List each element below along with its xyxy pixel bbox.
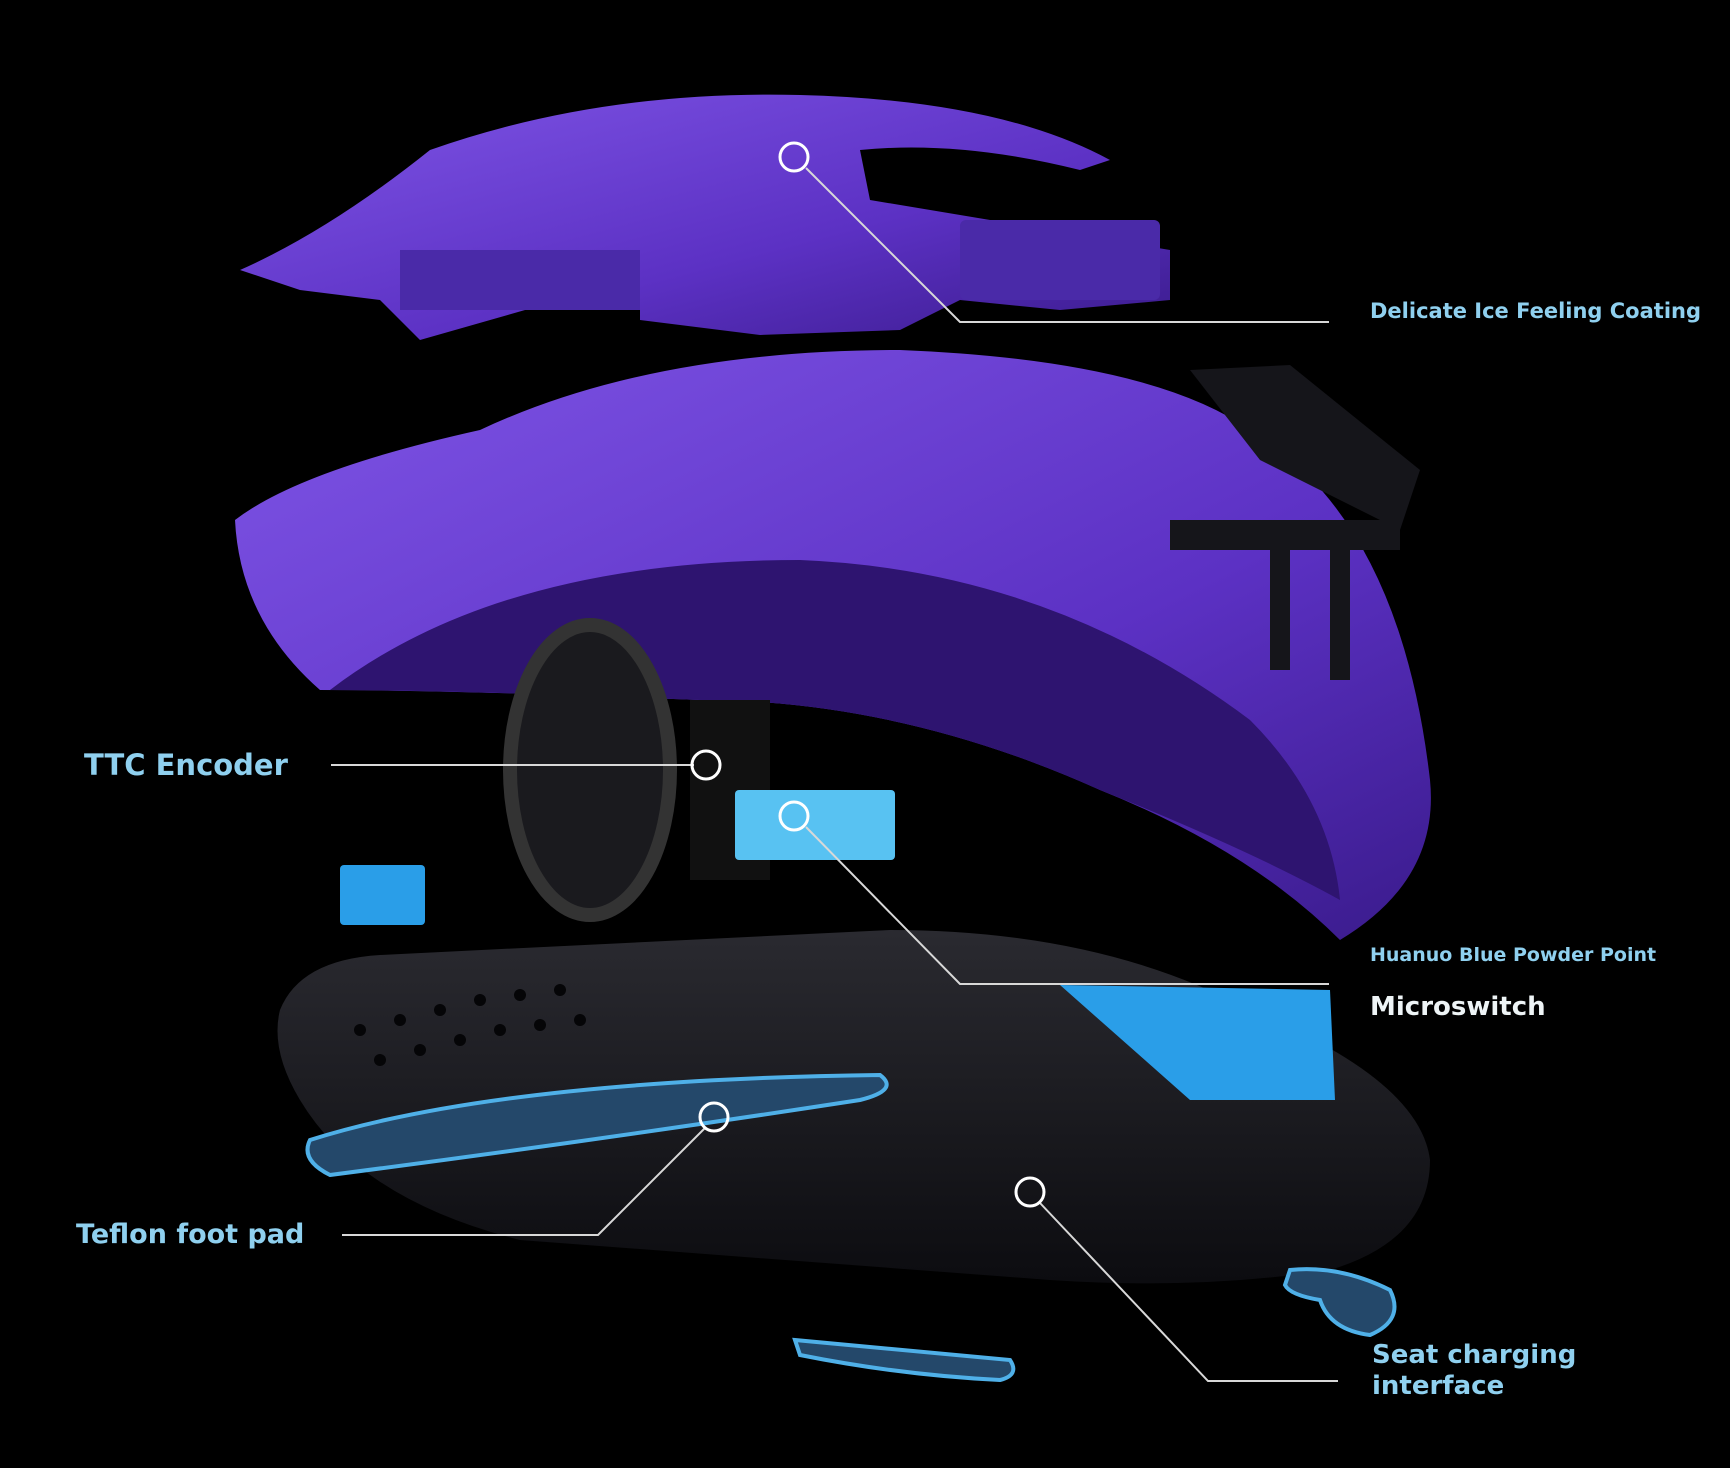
microswitch-left [340,865,425,925]
microswitch-right [735,790,895,860]
leader-coating [805,167,1329,323]
marker-microswitch [778,800,810,832]
teflon-pad-rear [1282,1267,1397,1338]
leader-microswitch [805,826,1329,985]
marker-coating [778,141,810,173]
marker-charging [1014,1176,1046,1208]
scroll-wheel [503,618,677,922]
label-encoder: TTC Encoder [84,748,288,782]
leader-charging [1039,1202,1338,1382]
label-blue-powder: Huanuo Blue Powder Point [1370,944,1657,966]
top-cover [240,94,1170,340]
teflon-pad-front [305,1072,889,1178]
label-microswitch: Microswitch [1370,992,1546,1022]
marker-encoder [690,749,722,781]
marker-teflon [698,1101,730,1133]
teflon-pad-small [792,1337,1016,1383]
label-coating: Delicate Ice Feeling Coating [1370,299,1701,323]
label-charging-line1: Seat charging [1372,1340,1577,1370]
label-charging-line2: interface [1372,1371,1505,1401]
leader-teflon [342,1127,706,1236]
label-teflon: Teflon foot pad [76,1219,305,1250]
